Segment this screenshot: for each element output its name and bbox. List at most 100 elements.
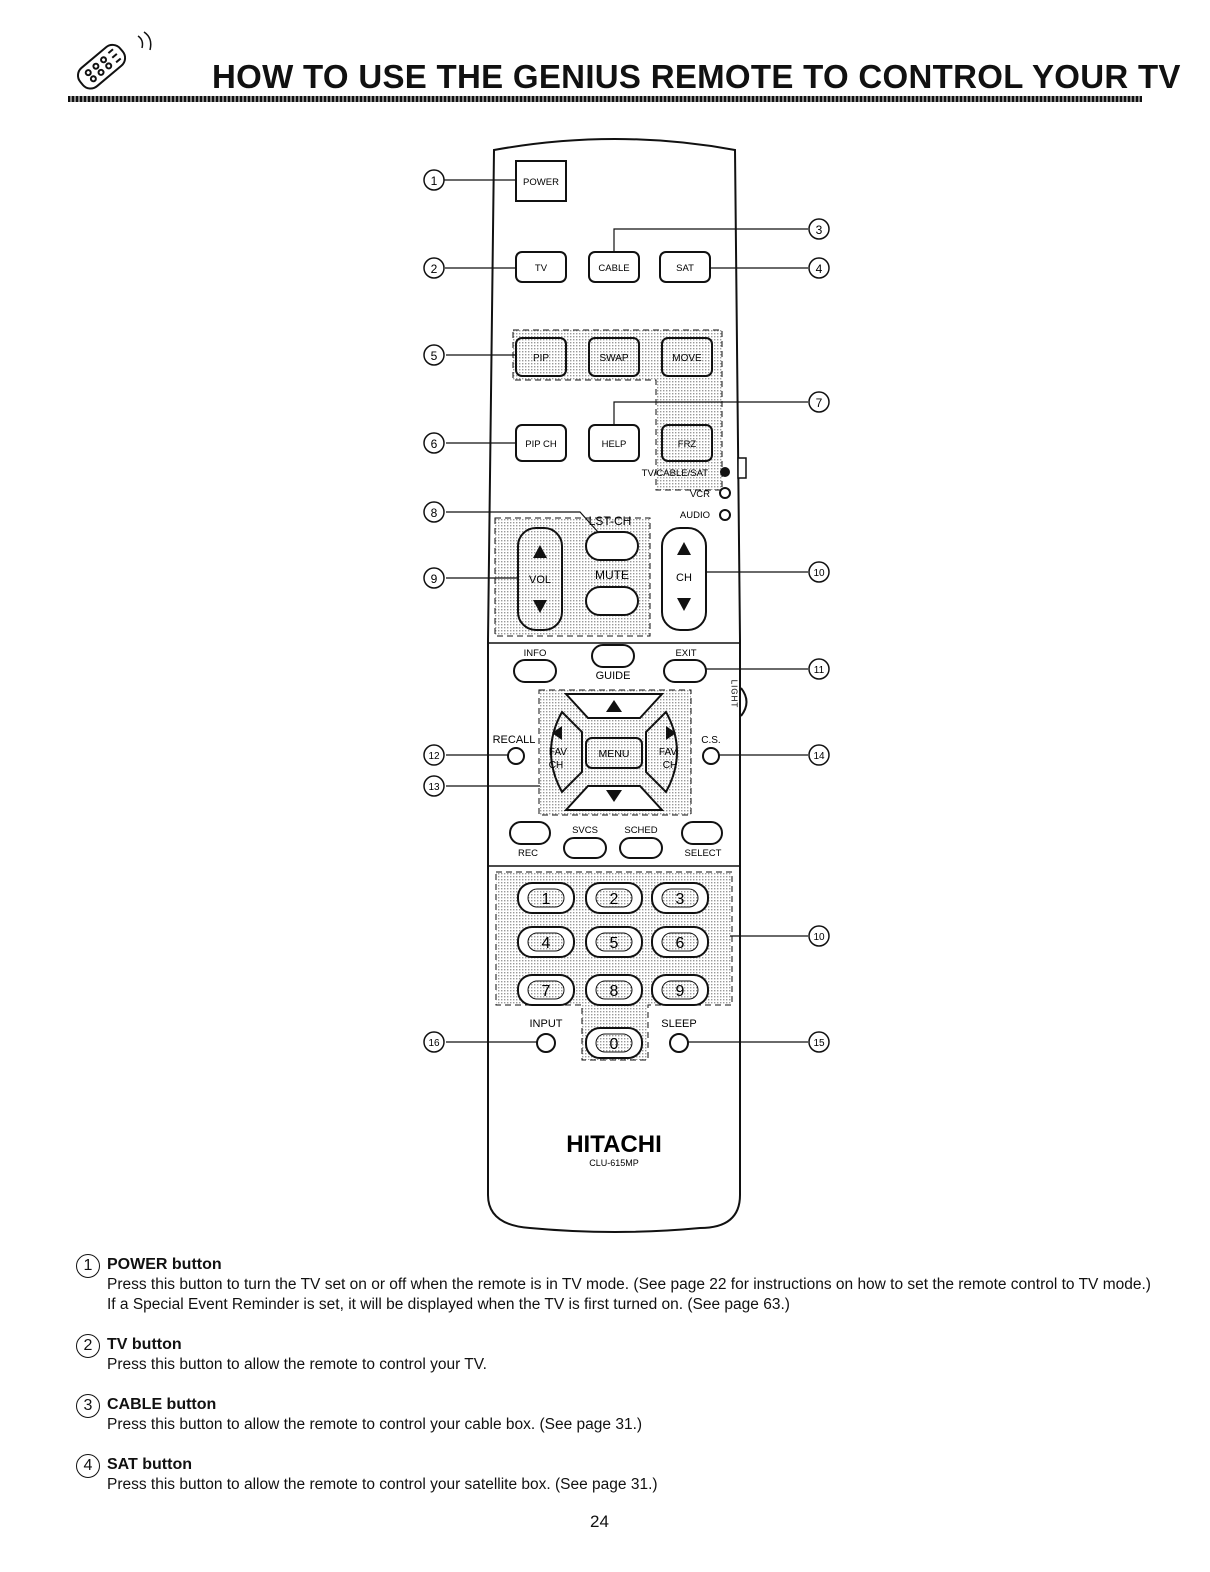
sched-label: SCHED [624, 825, 657, 836]
nav-down-icon [606, 790, 622, 802]
description-number: 3 [76, 1394, 100, 1418]
swap-button-label: SWAP [599, 353, 628, 364]
callout-15: 15 [813, 1038, 825, 1049]
swap-button[interactable] [588, 337, 640, 377]
description-text: Press this button to turn the TV set on … [107, 1276, 1151, 1313]
callout-6: 6 [431, 437, 438, 451]
description-text: Press this button to allow the remote to… [107, 1356, 487, 1373]
guide-label: GUIDE [596, 670, 631, 682]
frz-button-label: FRZ [678, 439, 697, 450]
cs-button[interactable] [702, 747, 720, 765]
sleep-button[interactable] [669, 1033, 689, 1053]
digit-8-label: 8 [610, 983, 619, 1000]
callout-9: 9 [431, 572, 438, 586]
callout-7: 7 [816, 396, 823, 410]
description-title: TV button [107, 1336, 182, 1353]
model-number: CLU-615MP [589, 1158, 639, 1168]
info-button[interactable] [513, 659, 557, 683]
callout-8: 8 [431, 506, 438, 520]
callout-11: 11 [814, 665, 825, 676]
digit-1-label: 1 [542, 891, 551, 908]
digit-4-label: 4 [542, 935, 551, 952]
light-label: LIGHT [730, 680, 739, 709]
mode-vcr-label: VCR [690, 489, 710, 500]
channel-label: CH [676, 572, 692, 584]
frz-button[interactable] [661, 424, 713, 462]
tv-button-label: TV [535, 263, 548, 274]
callout-numbers: 1 2 3 4 5 6 7 8 9 10 11 12 13 14 10 16 1… [423, 169, 830, 1053]
description-title: CABLE button [107, 1396, 217, 1413]
nav-up-icon [606, 700, 622, 712]
volume-down-icon [533, 600, 547, 613]
callout-1: 1 [431, 174, 438, 188]
exit-label: EXIT [675, 648, 696, 659]
recall-button[interactable] [507, 747, 525, 765]
remote-diagram: POWER TV CABLE SAT PIP SWAP MOVE PIP CH … [423, 138, 830, 1233]
rec-button[interactable] [509, 821, 551, 845]
volume-up-icon [533, 545, 547, 558]
fav-right-label: FAV [659, 747, 677, 758]
mode-slide-switch[interactable] [737, 457, 747, 479]
channel-up-icon [677, 542, 691, 555]
nav-left-icon [552, 726, 562, 740]
digit-3-label: 3 [676, 891, 685, 908]
title-underline [68, 96, 1142, 102]
exit-button[interactable] [663, 659, 707, 683]
volume-label: VOL [529, 574, 551, 586]
ch-left-label: CH [549, 760, 563, 771]
mode-audio-indicator [719, 509, 731, 521]
digit-6-label: 6 [676, 935, 685, 952]
mode-audio-label: AUDIO [680, 510, 710, 521]
callout-3: 3 [816, 223, 823, 237]
pip-ch-button-label: PIP CH [525, 439, 557, 450]
remote-body [487, 138, 741, 1233]
sat-button[interactable] [659, 251, 711, 283]
sleep-label: SLEEP [661, 1018, 696, 1030]
callout-14: 14 [813, 751, 825, 762]
callout-16: 16 [428, 1038, 440, 1049]
lst-ch-button[interactable] [585, 531, 639, 561]
description-number: 2 [76, 1334, 100, 1358]
description-text: Press this button to allow the remote to… [107, 1416, 643, 1433]
move-button-label: MOVE [672, 353, 702, 364]
power-button[interactable] [515, 160, 567, 202]
cable-button-label: CABLE [598, 263, 629, 274]
select-button[interactable] [681, 821, 723, 845]
rec-label: REC [518, 848, 538, 859]
description-title: SAT button [107, 1456, 193, 1473]
digit-9-label: 9 [676, 983, 685, 1000]
pip-button-label: PIP [533, 353, 549, 364]
mode-tv-cable-sat-label: TV/CABLE/SAT [642, 468, 709, 479]
menu-label: MENU [599, 748, 630, 760]
mute-button[interactable] [585, 586, 639, 616]
channel-rocker[interactable] [661, 527, 707, 631]
volume-rocker[interactable] [517, 527, 563, 631]
mode-tv-cable-sat-indicator [720, 467, 730, 477]
help-button-label: HELP [602, 439, 627, 450]
channel-down-icon [677, 598, 691, 611]
callout-4: 4 [816, 262, 823, 276]
menu-button[interactable] [585, 737, 643, 769]
power-button-label: POWER [523, 177, 559, 188]
guide-button[interactable] [591, 644, 635, 668]
svcs-button[interactable] [563, 837, 607, 859]
fav-left-label: FAV [549, 747, 567, 758]
cs-label: C.S. [701, 735, 720, 746]
tv-button[interactable] [515, 251, 567, 283]
page-title: HOW TO USE THE GENIUS REMOTE TO CONTROL … [212, 58, 1181, 95]
callout-5: 5 [431, 349, 438, 363]
light-button[interactable] [740, 687, 748, 717]
move-button[interactable] [661, 337, 713, 377]
pip-button[interactable] [515, 337, 567, 377]
description-text: Press this button to allow the remote to… [107, 1476, 658, 1493]
callout-10-channel: 10 [813, 568, 825, 579]
callout-2: 2 [431, 262, 438, 276]
input-label: INPUT [530, 1018, 563, 1030]
sched-button[interactable] [619, 837, 663, 859]
remote-logo-icon [76, 31, 152, 90]
sat-button-label: SAT [676, 263, 694, 274]
info-label: INFO [524, 648, 547, 659]
digit-5-label: 5 [610, 935, 619, 952]
input-button[interactable] [536, 1033, 556, 1053]
digit-2-label: 2 [610, 891, 619, 908]
